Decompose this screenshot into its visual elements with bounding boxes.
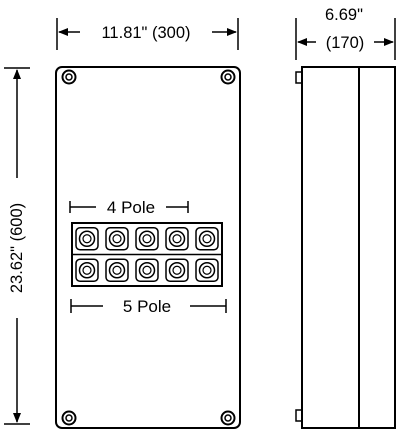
screw-top-right bbox=[220, 69, 236, 85]
five-pole-label: 5 Pole bbox=[123, 297, 171, 316]
terminal-screw bbox=[75, 258, 99, 282]
terminal-screw bbox=[105, 227, 129, 251]
four-pole-dimension: 4 Pole bbox=[69, 198, 189, 217]
terminal-screw bbox=[195, 258, 219, 282]
four-pole-label: 4 Pole bbox=[107, 198, 155, 217]
top-hinge-tab bbox=[295, 71, 303, 84]
five-pole-dimension: 5 Pole bbox=[70, 297, 227, 316]
front-view: 4 Pole 5 Pole bbox=[55, 66, 241, 429]
height-dimension-label: 23.62" (600) bbox=[8, 203, 26, 293]
side-width-mm-label: (170) bbox=[326, 34, 365, 52]
terminal-screw bbox=[195, 227, 219, 251]
screw-bottom-left bbox=[61, 410, 77, 426]
terminal-screw bbox=[165, 227, 189, 251]
terminals bbox=[75, 227, 219, 282]
terminal-block bbox=[71, 222, 223, 287]
terminal-screw bbox=[135, 258, 159, 282]
side-width-dimension: 6.69" (170) bbox=[295, 6, 396, 60]
bottom-hinge-tab bbox=[295, 409, 303, 422]
terminal-screw bbox=[75, 227, 99, 251]
terminal-screw bbox=[135, 227, 159, 251]
screw-bottom-right bbox=[220, 410, 236, 426]
side-width-inch-label: 6.69" bbox=[325, 6, 363, 24]
side-view bbox=[295, 66, 396, 429]
terminal-screw bbox=[105, 258, 129, 282]
corner-screws bbox=[61, 69, 236, 426]
screw-top-left bbox=[61, 69, 77, 85]
terminal-screw bbox=[165, 258, 189, 282]
front-enclosure-body bbox=[55, 66, 241, 429]
width-dimension-label: 11.81" (300) bbox=[101, 24, 190, 42]
height-dimension: 23.62" (600) bbox=[4, 67, 30, 425]
side-enclosure-body bbox=[301, 66, 396, 429]
width-dimension: 11.81" (300) bbox=[56, 18, 239, 50]
